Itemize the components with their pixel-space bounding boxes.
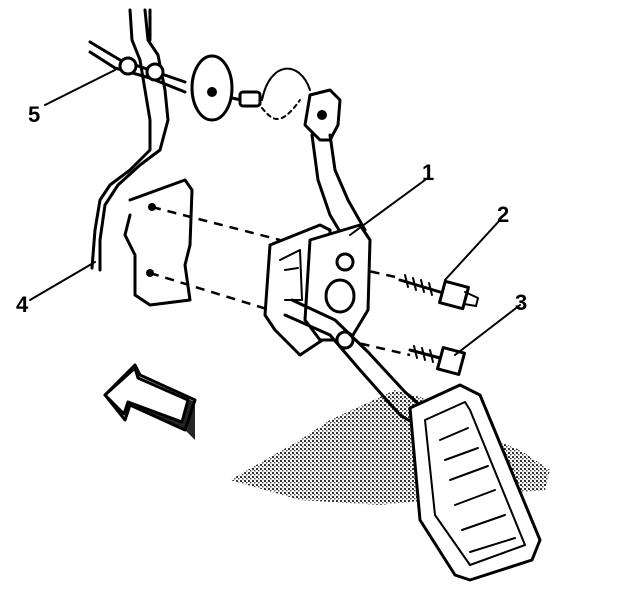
callout-3: 3 (515, 290, 527, 315)
mounting-plate (123, 178, 194, 307)
callout-4: 4 (16, 292, 29, 317)
callout-2: 2 (497, 202, 509, 227)
pedal-arm (303, 88, 367, 242)
forward-arrow-icon (103, 363, 197, 440)
pedal-lower-arm (283, 298, 427, 432)
pedal-bracket (263, 223, 372, 357)
dash-panel (90, 8, 170, 272)
bolt-upper (398, 274, 479, 311)
bolt-lower (408, 345, 466, 376)
throttle-cable (88, 40, 311, 122)
callout-1: 1 (422, 160, 434, 185)
pedal-pad (408, 383, 542, 582)
callout-5: 5 (28, 102, 40, 127)
callout-leaders (29, 69, 521, 356)
